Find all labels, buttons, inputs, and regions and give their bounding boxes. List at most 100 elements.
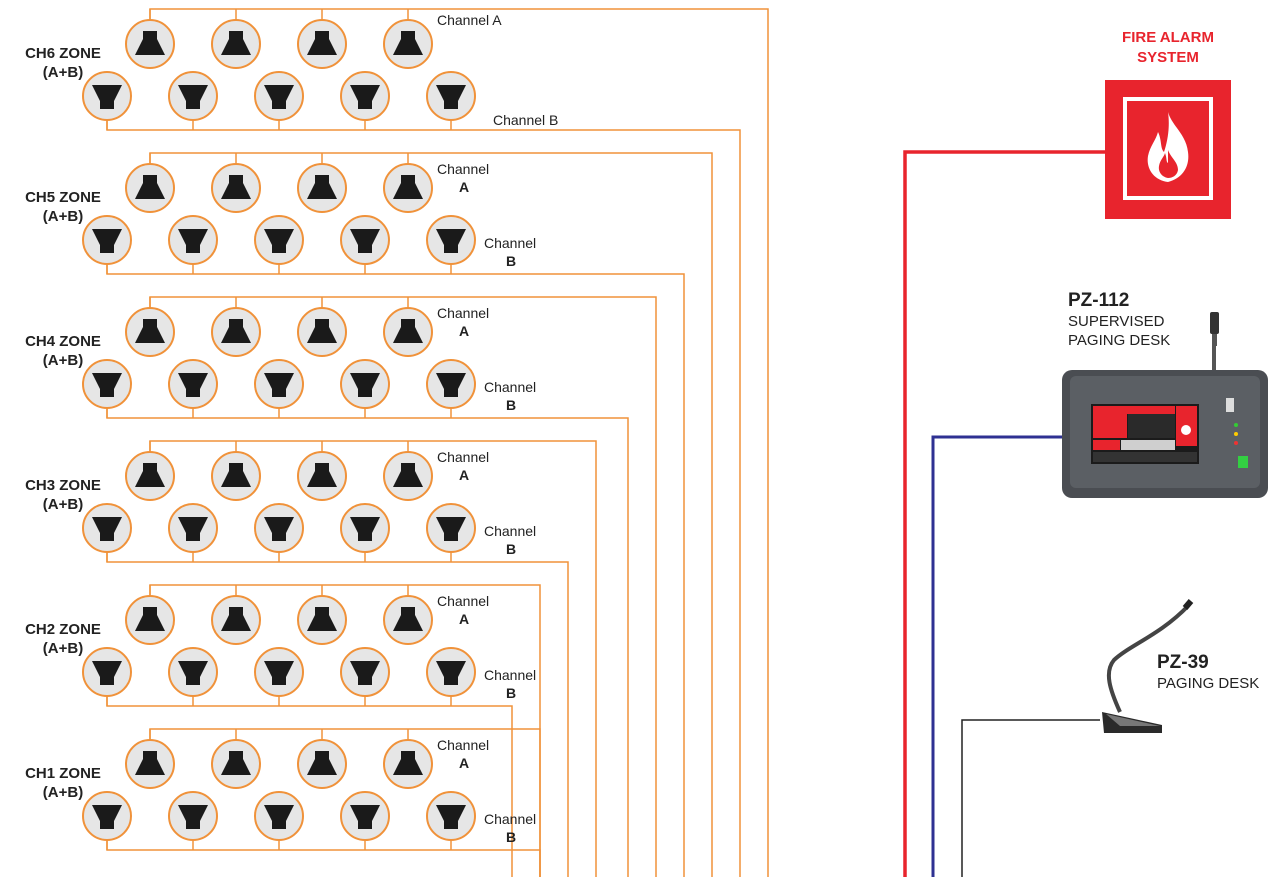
speaker-horn-icon: [340, 503, 390, 553]
zone-name: CH6 ZONE: [25, 45, 101, 62]
speaker-horn-icon: [125, 163, 175, 213]
speaker-horn-icon: [426, 647, 476, 697]
speaker-horn-icon: [297, 595, 347, 645]
channel-a-word: Channel: [437, 305, 490, 321]
speaker-horn-icon: [125, 307, 175, 357]
paging-desk-line: [961, 719, 1100, 877]
gooseneck-microphone-icon: [1102, 599, 1194, 733]
zone-name: CH2 ZONE: [25, 621, 101, 638]
speaker-horn-icon: [211, 739, 261, 789]
speaker-horn-icon: [383, 739, 433, 789]
speaker-horn-icon: [254, 71, 304, 121]
speaker-horn-icon: [125, 595, 175, 645]
zone-sub: (A+B): [42, 352, 84, 369]
speaker-horn-icon: [82, 359, 132, 409]
zone-name: CH1 ZONE: [25, 765, 101, 782]
speaker-horn-icon: [340, 791, 390, 841]
fire-alarm-line: [903, 150, 1105, 877]
fire-alarm-line1: FIRE ALARM: [1122, 29, 1214, 46]
speaker-horn-icon: [297, 307, 347, 357]
pz39-line1: PAGING DESK: [1157, 675, 1260, 692]
supervised-desk-line: [931, 435, 1062, 877]
zone-label: CH3 ZONE(A+B): [8, 476, 118, 514]
channel-a-word: Channel: [437, 593, 490, 609]
zone-sub: (A+B): [42, 208, 84, 225]
speaker-horn-icon: [254, 647, 304, 697]
speaker-horn-icon: [383, 451, 433, 501]
channel-a-label: Channel A: [437, 12, 502, 28]
speaker-horn-icon: [211, 451, 261, 501]
channel-b-letter: B: [506, 685, 517, 701]
channel-a-letter: A: [459, 467, 470, 483]
zone-sub: (A+B): [42, 784, 84, 801]
channel-b-word: Channel: [484, 523, 537, 539]
speaker-horn-icon: [211, 19, 261, 69]
channel-b-word: Channel: [484, 379, 537, 395]
speaker-horn-icon: [168, 647, 218, 697]
speaker-array: [82, 19, 476, 841]
speaker-horn-icon: [168, 503, 218, 553]
channel-b-word: Channel: [484, 235, 537, 251]
speaker-horn-icon: [168, 791, 218, 841]
speaker-horn-icon: [168, 359, 218, 409]
speaker-horn-icon: [340, 71, 390, 121]
zone-name: CH5 ZONE: [25, 189, 101, 206]
speaker-horn-icon: [211, 595, 261, 645]
zone-sub: (A+B): [42, 64, 84, 81]
zone-label: CH2 ZONE (A+B): [8, 620, 118, 658]
pz112-line1: SUPERVISED: [1068, 313, 1165, 330]
speaker-horn-icon: [383, 307, 433, 357]
channel-a-letter: A: [459, 611, 470, 627]
speaker-horn-icon: [340, 647, 390, 697]
speaker-horn-icon: [82, 503, 132, 553]
speaker-horn-icon: [82, 791, 132, 841]
speaker-horn-icon: [254, 359, 304, 409]
speaker-horn-icon: [82, 71, 132, 121]
speaker-horn-icon: [168, 215, 218, 265]
speaker-horn-icon: [254, 791, 304, 841]
speaker-horn-icon: [168, 71, 218, 121]
speaker-horn-icon: [125, 19, 175, 69]
speaker-horn-icon: [297, 451, 347, 501]
channel-a-letter: A: [459, 755, 470, 771]
zone-label: CH5 ZONE (A+B): [8, 188, 118, 226]
channel-b-letter: B: [506, 829, 517, 845]
channel-a-word: Channel: [437, 449, 490, 465]
pz112-label: PZ-112 SUPERVISED PAGING DESK: [1068, 290, 1170, 350]
speaker-horn-icon: [82, 647, 132, 697]
pz112-line2: PAGING DESK: [1068, 332, 1171, 349]
zone-label: CH4 ZONE (A+B): [8, 332, 118, 370]
speaker-horn-icon: [426, 791, 476, 841]
speaker-horn-icon: [297, 163, 347, 213]
channel-a-letter: A: [459, 323, 470, 339]
fire-icon: [1147, 112, 1189, 182]
zone-name: CH4 ZONE: [25, 333, 101, 350]
channel-b-letter: B: [506, 541, 517, 557]
pz39-label: PZ-39 PAGING DESK: [1157, 652, 1259, 693]
zone-sub: (A+B): [42, 496, 84, 513]
zone-sub: (A+B): [42, 640, 84, 657]
speaker-horn-icon: [426, 503, 476, 553]
zone-label: CH1 ZONE (A+B): [8, 764, 118, 802]
channel-a-word: Channel: [437, 737, 490, 753]
pz112-model: PZ-112: [1068, 290, 1130, 311]
speaker-horn-icon: [82, 215, 132, 265]
zone-wiring: [106, 8, 769, 877]
speaker-horn-icon: [426, 71, 476, 121]
speaker-horn-icon: [383, 163, 433, 213]
speaker-horn-icon: [254, 215, 304, 265]
channel-b-letter: B: [506, 397, 517, 413]
speaker-horn-icon: [125, 739, 175, 789]
channel-b-word: Channel: [484, 667, 537, 683]
speaker-horn-icon: [340, 215, 390, 265]
channel-b-letter: B: [506, 253, 517, 269]
